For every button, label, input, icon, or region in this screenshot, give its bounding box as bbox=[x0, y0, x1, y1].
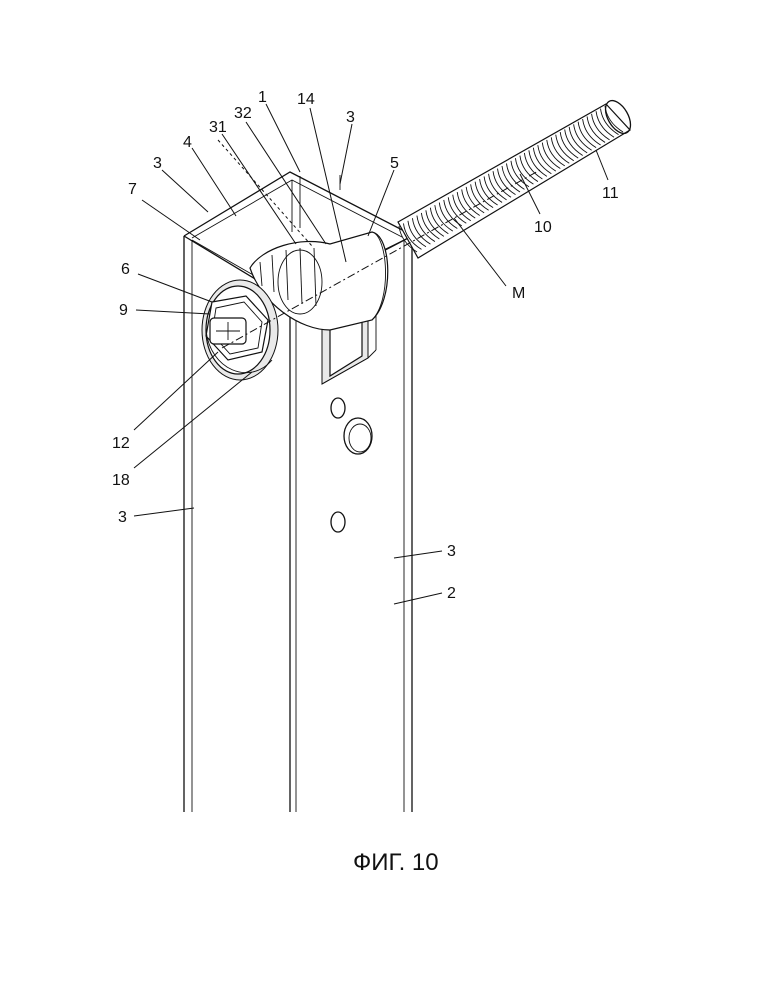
bolt-assembly bbox=[202, 280, 278, 380]
label-12: 12 bbox=[112, 435, 130, 452]
threaded-rod bbox=[398, 96, 636, 258]
label-7: 7 bbox=[128, 181, 137, 198]
figure-caption: ФИГ. 10 bbox=[353, 849, 439, 876]
label-10: 10 bbox=[534, 219, 552, 236]
label-3-left: 3 bbox=[153, 155, 162, 172]
hidden-line bbox=[218, 140, 312, 246]
label-M: M bbox=[512, 285, 525, 302]
label-2: 2 bbox=[447, 585, 456, 602]
label-3-front: 3 bbox=[447, 543, 456, 560]
label-5: 5 bbox=[390, 155, 399, 172]
label-4: 4 bbox=[183, 134, 192, 151]
label-3-top: 3 bbox=[346, 109, 355, 126]
label-14: 14 bbox=[297, 91, 315, 108]
label-18: 18 bbox=[112, 472, 130, 489]
front-holes bbox=[331, 398, 372, 532]
label-9: 9 bbox=[119, 302, 128, 319]
label-1: 1 bbox=[258, 89, 267, 106]
label-31: 31 bbox=[209, 119, 227, 136]
label-3-side: 3 bbox=[118, 509, 127, 526]
label-6: 6 bbox=[121, 261, 130, 278]
label-11: 11 bbox=[602, 185, 619, 202]
label-32: 32 bbox=[234, 105, 252, 122]
